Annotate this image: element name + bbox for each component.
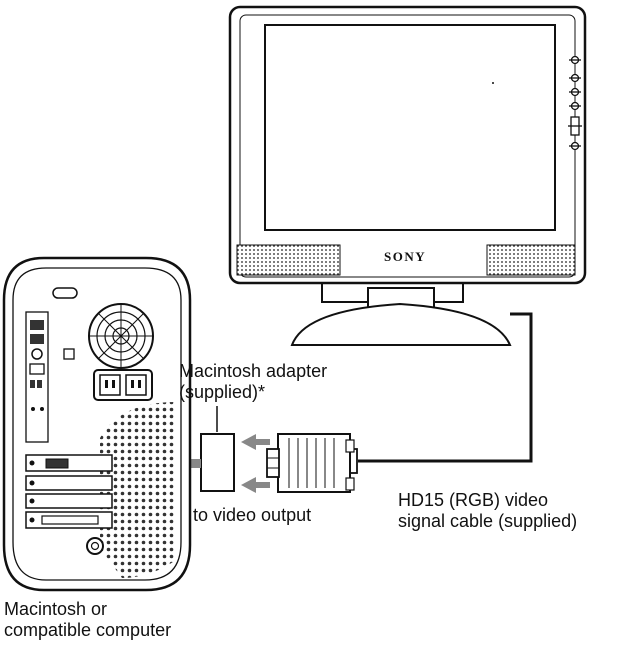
power-button <box>86 537 104 555</box>
right-speaker-grille <box>486 244 576 276</box>
computer-label-line1: Macintosh or <box>4 599 108 619</box>
expansion-slots <box>25 454 113 529</box>
video-output-label: to video output <box>193 505 312 525</box>
connector-arrows <box>241 434 270 493</box>
vent-holes <box>100 402 176 578</box>
cable-label-line2: signal cable (supplied) <box>398 511 578 531</box>
computer-label-line2: compatible computer <box>4 620 172 640</box>
fan-grille <box>88 303 154 369</box>
macintosh-adapter <box>200 433 235 492</box>
macintosh-computer <box>2 256 192 592</box>
monitor-brand-logo: SONY <box>384 249 427 264</box>
adapter-label-line2: (supplied)* <box>179 382 266 402</box>
lcd-monitor <box>228 5 587 346</box>
cable-label-line1: HD15 (RGB) video <box>398 490 549 510</box>
monitor-stand <box>290 283 512 346</box>
monitor-screen <box>264 24 556 231</box>
hd15-connector <box>266 433 358 493</box>
monitor-control-buttons <box>568 55 582 151</box>
adapter-label-line1: Macintosh adapter <box>179 361 328 381</box>
video-cable <box>358 312 533 463</box>
left-speaker-grille <box>236 244 341 276</box>
